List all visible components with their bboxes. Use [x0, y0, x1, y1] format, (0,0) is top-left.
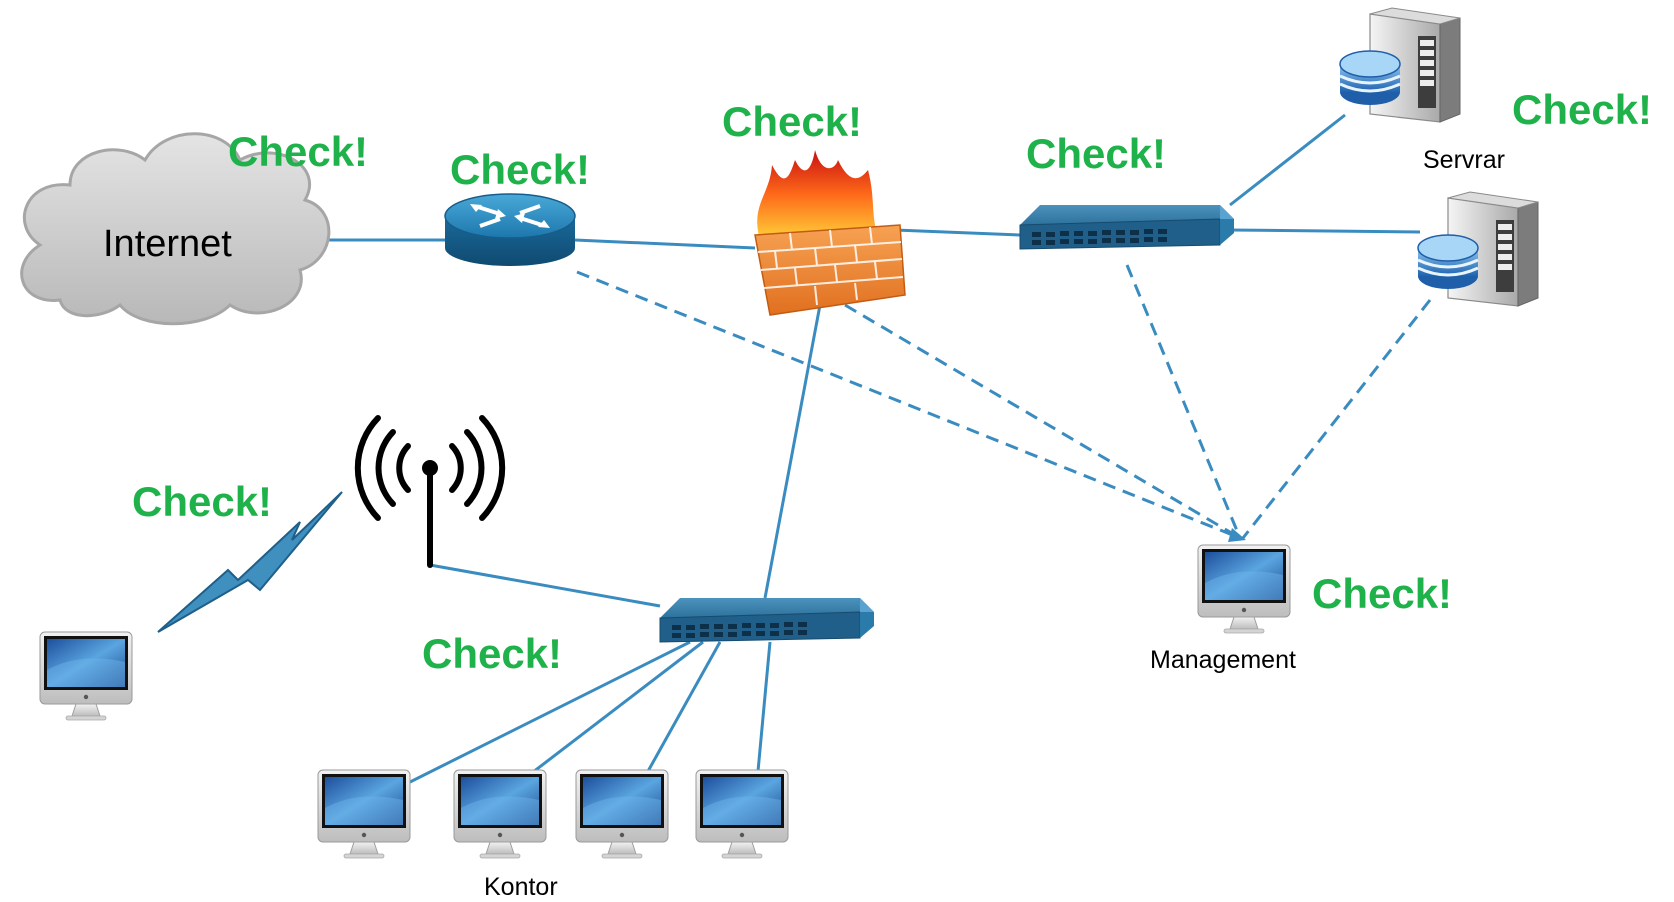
mgmt-arrowhead: [1228, 528, 1246, 542]
check-label-servers: Check!: [1512, 86, 1653, 133]
switch-icon: [1019, 204, 1235, 250]
monitor-icon: [575, 769, 669, 859]
office-label: Kontor: [484, 873, 558, 901]
link-switch-server-1: [1229, 113, 1346, 207]
router-icon: [444, 193, 576, 266]
check-label-firewall: Check!: [722, 98, 863, 145]
check-label-switch: Check!: [1026, 130, 1167, 177]
solid-links: [300, 113, 1421, 784]
management-links: [576, 264, 1432, 540]
switch-icon: [659, 597, 875, 643]
wireless-antenna-icon: [354, 415, 506, 568]
check-label-wireless: Check!: [132, 478, 273, 525]
check-label-management: Check!: [1312, 570, 1453, 617]
link-antenna-office-switch: [429, 563, 661, 608]
management-label: Management: [1150, 646, 1296, 674]
link-office-pc-2: [519, 640, 704, 784]
mgmt-link-server: [1241, 299, 1432, 539]
firewall-icon: [754, 150, 906, 316]
monitor-icon: [1197, 544, 1291, 634]
mgmt-link-router: [576, 270, 1241, 540]
cloud-icon: [20, 132, 331, 326]
monitor-icon: [695, 769, 789, 859]
mgmt-link-switch: [1125, 264, 1242, 539]
link-office-pc-3: [640, 641, 722, 783]
server-icon: [1338, 6, 1462, 124]
monitor-icon: [317, 769, 411, 859]
link-firewall-switch: [894, 228, 1021, 237]
check-label-office: Check!: [422, 630, 563, 677]
monitor-icon: [39, 631, 133, 721]
link-router-firewall: [574, 238, 756, 250]
check-label-internet: Check!: [228, 128, 369, 175]
server-icon: [1416, 190, 1540, 308]
check-label-router: Check!: [450, 146, 591, 193]
link-switch-server-2: [1229, 228, 1421, 234]
link-firewall-office-switch: [763, 304, 822, 599]
lightning-icon: [157, 491, 343, 633]
servers-label: Servrar: [1423, 146, 1505, 174]
link-office-pc-4: [755, 641, 772, 783]
monitor-icon: [453, 769, 547, 859]
link-office-pc-1: [409, 640, 691, 784]
mgmt-link-firewall: [844, 303, 1241, 540]
internet-label: Internet: [103, 223, 232, 265]
